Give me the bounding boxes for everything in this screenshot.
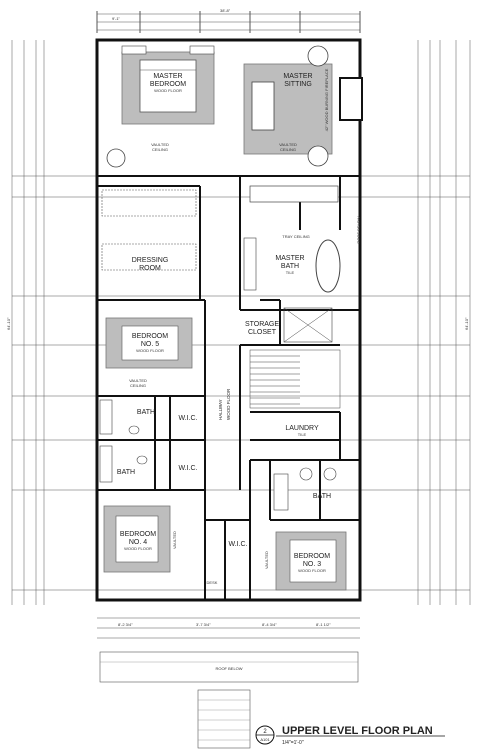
bath-b-label: BATH — [117, 469, 135, 476]
dim-left-overall: 64'-10" — [6, 317, 11, 330]
dimension-labels: 38'-8" 9'-1" 64'-10" 64'-10" 8'-2 3/4" 3… — [6, 8, 469, 627]
hallway-floor: WOOD FLOOR — [226, 388, 231, 420]
dim-bottom-d: 8'-1 1/2" — [316, 622, 331, 627]
bedroom5-vaulted: VAULTED — [129, 378, 147, 383]
hallway-label: HALLWAY — [218, 399, 223, 420]
bedroom5-label-2: NO. 5 — [141, 341, 159, 348]
master-bath-label-2: BATH — [281, 263, 299, 270]
dim-bottom-a: 8'-2 3/4" — [118, 622, 133, 627]
master-bedroom-floor: WOOD FLOOR — [154, 88, 182, 93]
vaulted-note-2: VAULTED — [279, 142, 297, 147]
wic-b: W.I.C. — [178, 465, 197, 472]
bedroom4-floor: WOOD FLOOR — [124, 546, 152, 551]
bath-a-label: BATH — [137, 409, 155, 416]
dim-bottom-b: 3'-7 3/4" — [196, 622, 211, 627]
ceiling-note-2: CEILING — [280, 147, 296, 152]
bath-a: BATH — [99, 399, 155, 435]
bedroom4-vaulted: VAULTED — [172, 531, 177, 549]
desk-label: DESK — [207, 580, 218, 585]
bedroom3-floor: WOOD FLOOR — [298, 568, 326, 573]
dressing-room-label: DRESSING — [132, 257, 169, 264]
master-bedroom-label-2: BEDROOM — [150, 81, 186, 88]
fireplace-note: 42" WOOD BURNING FIREPLACE — [324, 68, 329, 131]
wic-a: W.I.C. — [178, 415, 197, 422]
dim-right-overall: 64'-10" — [464, 317, 469, 330]
laundry: LAUNDRY TILE — [285, 425, 337, 481]
master-sitting-label: MASTER — [283, 73, 312, 80]
wic-c-label: W.I.C. — [228, 541, 247, 548]
bedroom-5: BEDROOM NO. 5 WOOD FLOOR VAULTED CEILING — [105, 317, 193, 388]
roof-below-area: ROOF BELOW — [99, 651, 359, 749]
bath-c-label: BATH — [313, 493, 331, 500]
roof-below-note: ROOF BELOW — [356, 216, 361, 243]
bedroom5-label: BEDROOM — [132, 333, 168, 340]
tray-ceiling-note: TRAY CEILING — [282, 234, 309, 239]
hallway: HALLWAY WOOD FLOOR — [218, 388, 231, 420]
bedroom5-floor: WOOD FLOOR — [136, 348, 164, 353]
bedroom-4: BEDROOM NO. 4 WOOD FLOOR VAULTED — [103, 505, 177, 573]
title-sheet: A101 — [260, 737, 270, 742]
master-bedroom: MASTER BEDROOM WOOD FLOOR VAULTED CEILIN… — [106, 45, 215, 168]
master-bath-label: MASTER — [275, 255, 304, 262]
master-bath: MASTER BATH TILE TRAY CEILING ROOF BELOW — [243, 185, 361, 293]
bedroom-3: BEDROOM NO. 3 WOOD FLOOR VAULTED — [264, 531, 347, 591]
master-sitting-label-2: SITTING — [284, 81, 312, 88]
dim-top-left: 9'-1" — [112, 16, 121, 21]
plan-title: UPPER LEVEL FLOOR PLAN — [282, 725, 433, 737]
interior-walls — [97, 175, 360, 600]
wic-c: W.I.C. DESK — [207, 541, 248, 585]
bath-c: BATH — [273, 473, 331, 511]
exterior-walls — [95, 38, 363, 602]
roof-below-bottom-label: ROOF BELOW — [215, 666, 242, 671]
storage-closet-label-2: CLOSET — [248, 329, 277, 336]
laundry-label: LAUNDRY — [285, 425, 319, 432]
master-bedroom-label: MASTER — [153, 73, 182, 80]
storage-closet-label: STORAGE — [245, 321, 279, 328]
bedroom5-ceiling: CEILING — [130, 383, 146, 388]
master-sitting: MASTER SITTING VAULTED CEILING 42" WOOD … — [243, 45, 333, 167]
plan-scale: 1/4"=1'-0" — [282, 740, 304, 746]
bedroom4-label-2: NO. 4 — [129, 539, 147, 546]
bedroom4-label: BEDROOM — [120, 531, 156, 538]
dressing-room-label-2: ROOM — [139, 265, 161, 272]
bedroom3-label: BEDROOM — [294, 553, 330, 560]
wic-b-label: W.I.C. — [178, 465, 197, 472]
laundry-floor: TILE — [298, 432, 307, 437]
master-bath-floor: TILE — [286, 270, 295, 275]
ceiling-note: CEILING — [152, 147, 168, 152]
dim-bottom-c: 8'-4 3/4" — [262, 622, 277, 627]
stairs — [249, 349, 341, 409]
vaulted-note: VAULTED — [151, 142, 169, 147]
title-number: 2 — [263, 729, 267, 735]
wic-a-label: W.I.C. — [178, 415, 197, 422]
bedroom3-label-2: NO. 3 — [303, 561, 321, 568]
bedroom3-vaulted: VAULTED — [264, 551, 269, 569]
dressing-room: DRESSING ROOM — [101, 189, 197, 272]
title-block: 2 A101 UPPER LEVEL FLOOR PLAN 1/4"=1'-0" — [255, 725, 445, 746]
dim-top-overall: 38'-8" — [220, 8, 231, 13]
bath-b: BATH — [99, 445, 148, 483]
storage-closet: STORAGE CLOSET — [245, 307, 333, 343]
